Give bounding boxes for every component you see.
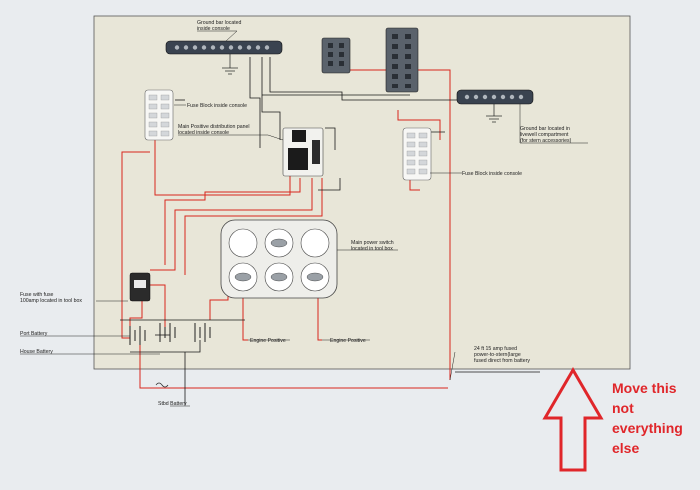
negative-wires	[120, 57, 540, 405]
ground-symbol-1	[222, 54, 238, 75]
label-stern-fuse-line: 24 ft 15 amp fused	[474, 346, 517, 352]
leader-lines	[20, 30, 588, 407]
house-battery[interactable]	[159, 323, 176, 342]
main-power-switch[interactable]	[220, 219, 338, 299]
label-fuse-100amp-line: 100amp located in tool box	[20, 298, 82, 304]
ground-symbol-2	[486, 104, 502, 123]
fuse-100amp[interactable]	[129, 272, 151, 302]
fuse-block-left[interactable]	[144, 89, 174, 141]
label-engine-positive-1-line: Engine Positive	[250, 338, 286, 344]
label-main-positive-panel-line: Main Positive distribution panel	[178, 124, 250, 130]
annotation-text-line: not	[612, 400, 634, 416]
ground-bar-livewell[interactable]	[456, 89, 534, 105]
label-stbd-battery: Stbd Battery	[158, 401, 187, 407]
label-ground-bar-livewell-line: Ground bar located in	[520, 126, 570, 132]
inline-fuse-symbol	[155, 382, 169, 388]
label-port-battery-line: Port Battery	[20, 331, 48, 337]
stbd-battery[interactable]	[194, 323, 211, 342]
annotation-text-line: everything	[612, 420, 683, 436]
label-fuse-block-left: Fuse Block inside console	[187, 103, 247, 109]
label-ground-bar-livewell-line: livewell compartment	[520, 132, 569, 138]
label-main-power-switch-line: Main power switch	[351, 240, 394, 246]
ground-bar-inside-console[interactable]	[165, 40, 283, 55]
annotation-arrow	[542, 367, 604, 472]
label-ground-bar-livewell-line: (for stern accessories)	[520, 138, 572, 144]
label-engine-positive-2-line: Engine Positive	[330, 338, 366, 344]
drawing-sheet[interactable]	[93, 15, 631, 370]
label-ground-bar-inside-line: Ground bar located	[197, 20, 242, 26]
port-battery[interactable]	[129, 326, 146, 345]
label-house-battery: House Battery	[20, 349, 53, 355]
annotation-text-line: else	[612, 440, 639, 456]
annotation-text: Move this not everything else	[612, 380, 683, 456]
switch-panel-large[interactable]	[385, 27, 419, 93]
positive-wires	[121, 69, 451, 389]
label-stbd-battery-line: Stbd Battery	[158, 401, 187, 407]
label-ground-bar-inside-line: inside console	[197, 26, 230, 32]
label-port-battery: Port Battery	[20, 331, 48, 337]
label-fuse-block-right: Fuse Block inside console	[462, 171, 522, 177]
annotation-text-line: Move this	[612, 380, 677, 396]
label-fuse-block-right-line: Fuse Block inside console	[462, 171, 522, 177]
label-stern-fuse-line: power-to-stern(large	[474, 352, 521, 358]
label-stern-fuse-line: fused direct from battery	[474, 358, 530, 364]
label-fuse-100amp-line: Fuse with fuse	[20, 292, 54, 298]
label-engine-positive-1: Engine Positive	[250, 338, 286, 344]
fuse-block-right[interactable]	[402, 127, 432, 181]
label-main-positive-panel-line: located inside console	[178, 130, 229, 136]
main-positive-panel[interactable]	[282, 127, 324, 177]
switch-panel-small[interactable]	[321, 37, 351, 74]
label-fuse-block-left-line: Fuse Block inside console	[187, 103, 247, 109]
label-engine-positive-2: Engine Positive	[330, 338, 366, 344]
label-house-battery-line: House Battery	[20, 349, 53, 355]
label-main-power-switch-line: located in tool box	[351, 246, 393, 252]
